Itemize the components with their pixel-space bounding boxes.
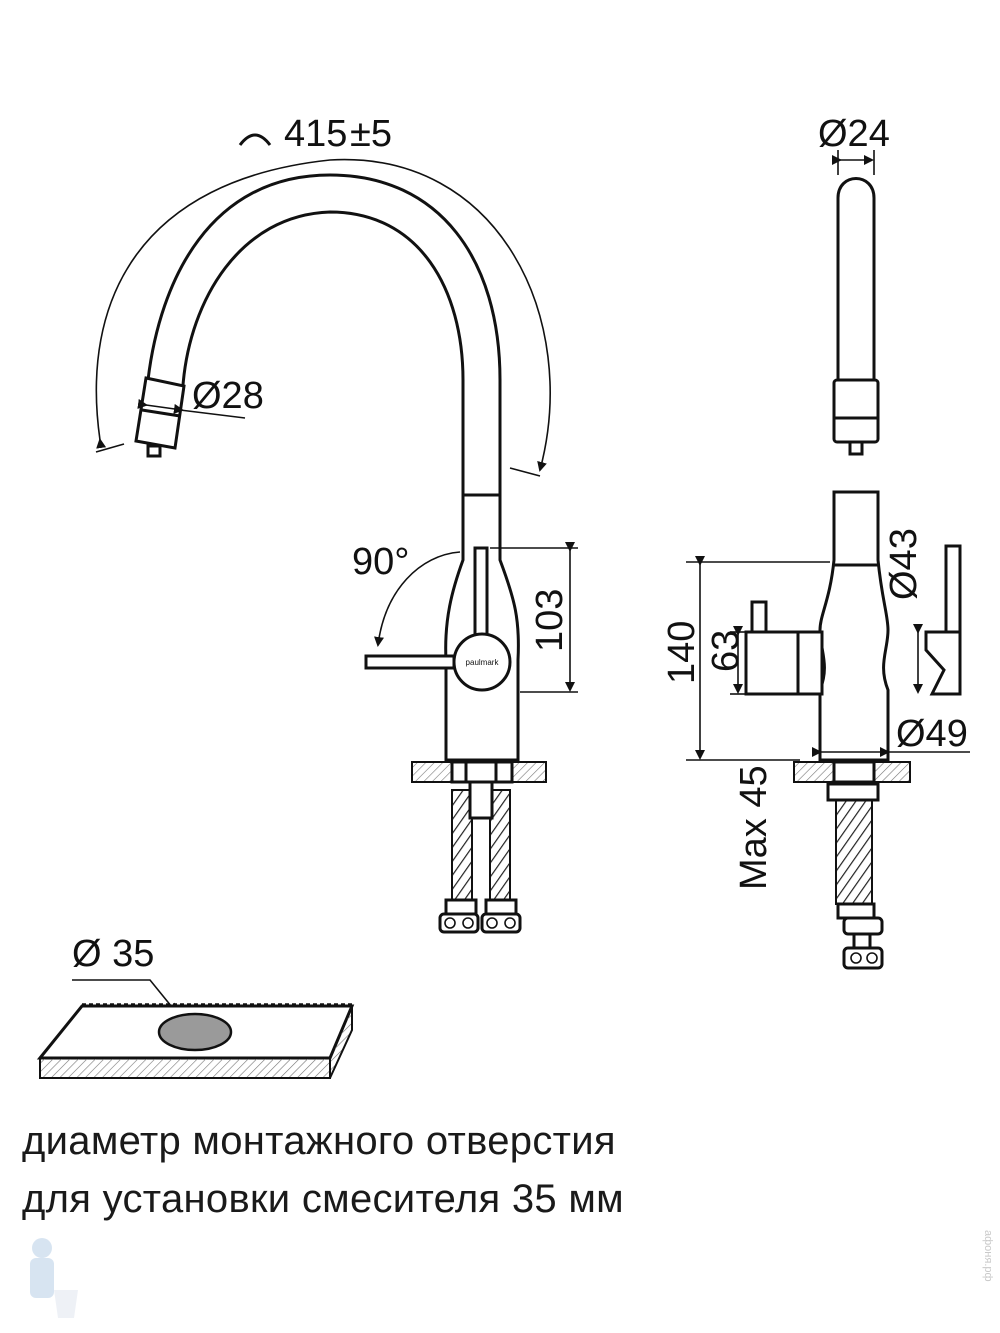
lever-raised <box>473 546 489 640</box>
spout-outer <box>146 173 502 495</box>
countertop-front <box>39 1057 331 1079</box>
faucet-body <box>444 493 520 762</box>
countertop-side <box>329 1005 353 1079</box>
watermark-text: афоня.рф <box>982 1230 994 1282</box>
side-view: 415 ±5 Ø28 paulmark 90° 103 <box>95 113 578 934</box>
lever-height-label: 103 <box>529 589 571 652</box>
brand-label: paulmark <box>466 658 500 667</box>
plumber-mascot-icon <box>30 1238 78 1318</box>
caption: диаметр монтажного отверстия для установ… <box>22 1112 922 1228</box>
mount-hole-label: Ø 35 <box>72 933 154 975</box>
spout-inner <box>181 210 465 495</box>
base-diameter-label: Ø49 <box>896 713 968 755</box>
spout-front <box>836 177 876 380</box>
rotation-arc <box>374 551 461 647</box>
arc-ext-left <box>95 443 125 453</box>
handle-height-label: 63 <box>705 630 747 672</box>
rotation-label: 90° <box>352 541 409 583</box>
arc-length-label: 415 <box>284 113 347 155</box>
counter-front-right <box>873 761 911 783</box>
spout-end-diameter-label: Ø28 <box>192 375 264 417</box>
caption-line-2: для установки смесителя 35 мм <box>22 1177 624 1221</box>
counter-left <box>411 761 453 783</box>
fitting-front-top <box>842 916 884 936</box>
counter-right <box>511 761 547 783</box>
hose-front <box>835 799 873 905</box>
spray-head-front <box>832 378 880 444</box>
lever-rotated <box>364 654 456 670</box>
caption-line-1: диаметр монтажного отверстия <box>22 1119 616 1163</box>
body-front <box>818 490 890 762</box>
arc-dimension-line <box>95 158 551 472</box>
counter-front-left <box>793 761 835 783</box>
handle-block <box>744 630 824 696</box>
front-view: Ø24 Ø43 Ø49 140 63 Max 4 <box>661 113 970 970</box>
mounting-hole-diagram: Ø 35 <box>36 933 355 1079</box>
arc-tolerance-label: ±5 <box>350 113 392 155</box>
arc-ext-right <box>509 467 541 477</box>
arc-symbol-icon <box>238 133 272 146</box>
spout-diameter-label: Ø24 <box>818 113 890 155</box>
body-upper-diameter-label: Ø43 <box>883 528 925 600</box>
max-thickness-label: Max 45 <box>733 765 775 890</box>
total-height-label: 140 <box>661 621 703 684</box>
mount-hole <box>157 1012 233 1052</box>
